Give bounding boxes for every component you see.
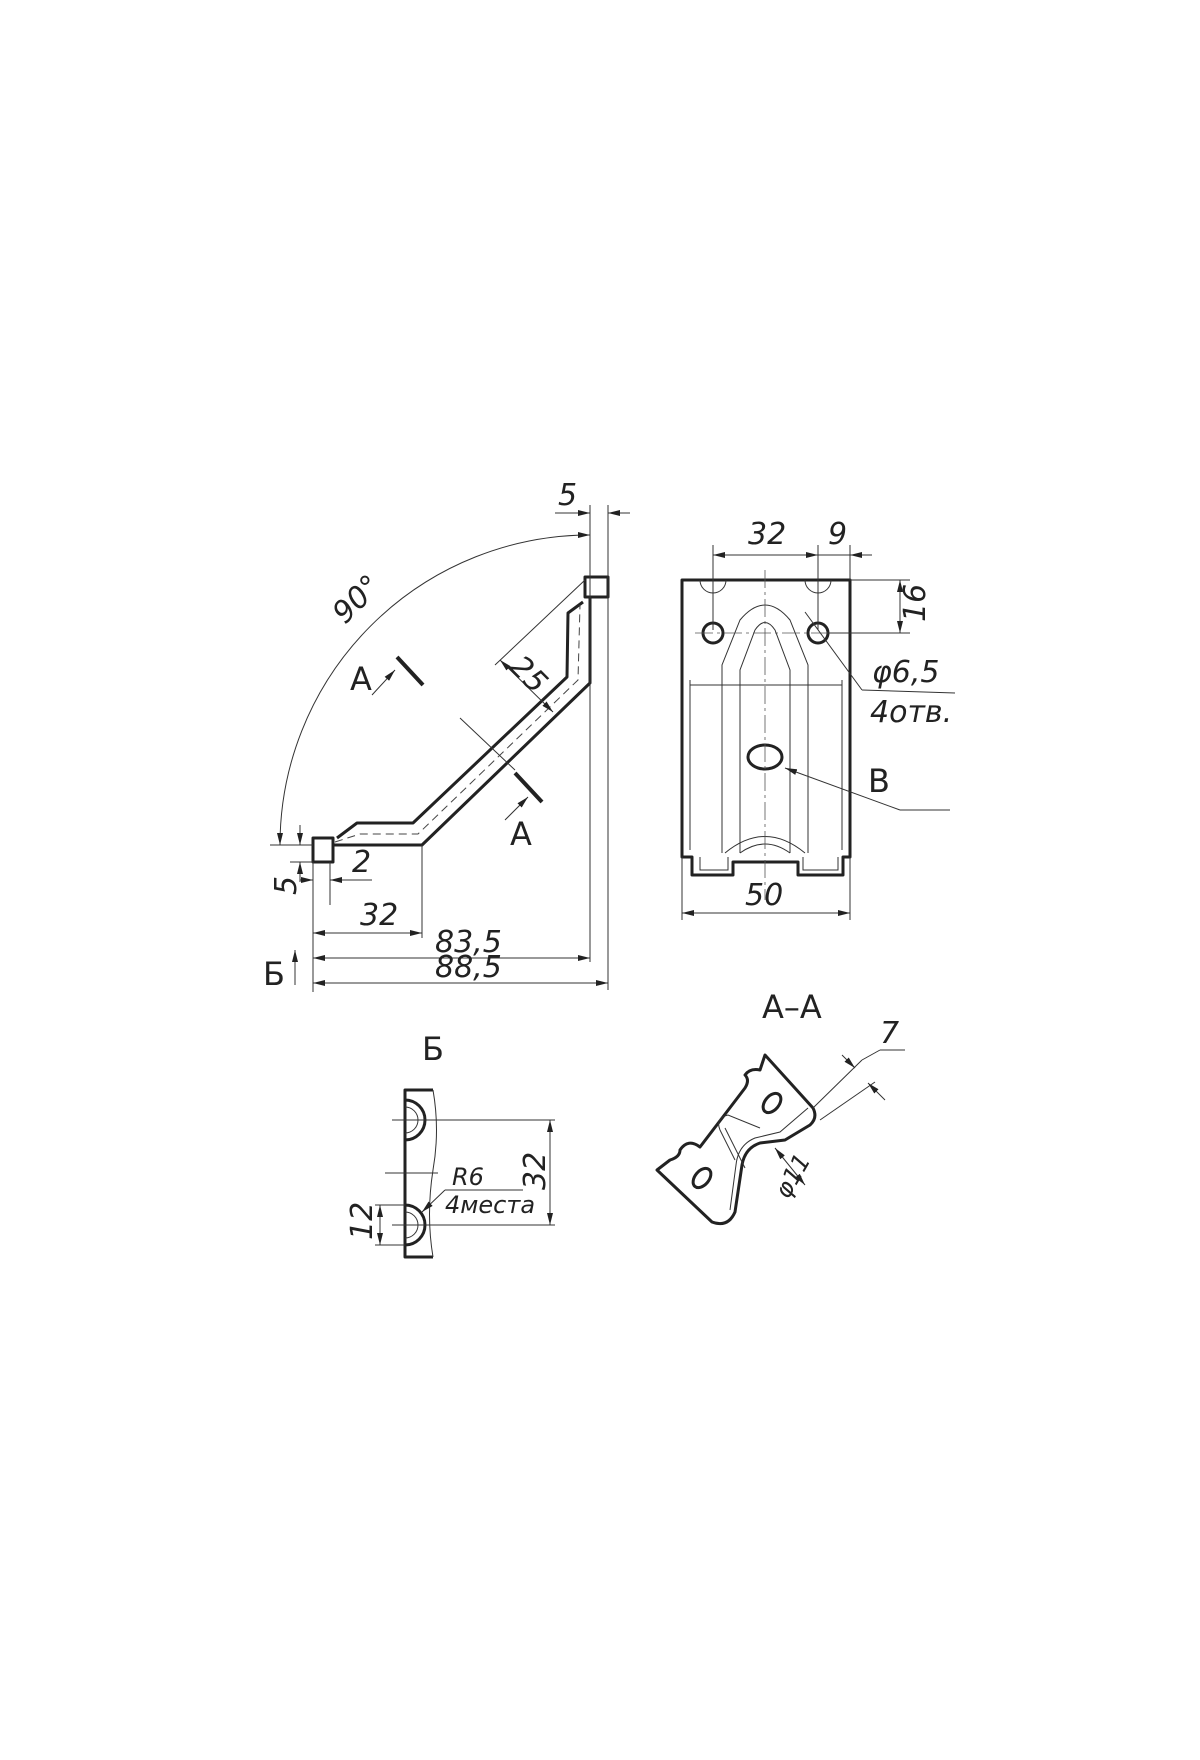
dim-88-5: 88,5 (435, 950, 502, 985)
section-arrow (371, 669, 396, 696)
break-line (429, 1089, 437, 1258)
inner-profile (336, 600, 584, 840)
section-aa: А–А 7 φ11 (655, 988, 905, 1226)
dim-32: 32 (360, 898, 398, 933)
hole-diameter: φ6,5 (872, 655, 940, 690)
bottom-flange (311, 836, 335, 864)
angle-arc (277, 532, 591, 846)
dim-top-5: 5 (558, 478, 577, 513)
side-view: 90° 5 25 5 2 32 83,5 88,5 (263, 478, 630, 993)
ext-line (812, 1059, 863, 1109)
section-inner (718, 1107, 809, 1211)
dim-line (499, 659, 554, 713)
places-label: 4места (445, 1191, 535, 1219)
dim-line (494, 579, 586, 666)
dim-7: 7 (880, 1016, 899, 1051)
dim-9: 9 (828, 517, 847, 552)
section-hole (691, 1166, 713, 1190)
detail-label: В (868, 762, 890, 800)
front-view: 32 9 16 φ6,5 4отв. В 50 (680, 517, 956, 920)
section-aa-title: А–А (762, 988, 822, 1026)
leader (421, 1189, 446, 1213)
leader (861, 689, 956, 694)
dim-50: 50 (745, 878, 783, 913)
section-mark (513, 771, 544, 804)
dim-32-front: 32 (748, 517, 786, 552)
section-arrow (504, 796, 529, 821)
dim-12: 12 (345, 1202, 380, 1240)
section-mark (395, 655, 425, 687)
dim-left-5: 5 (269, 876, 304, 895)
dim-2: 2 (352, 845, 371, 880)
notch (699, 579, 832, 594)
center-mark (459, 717, 516, 771)
view-b: Б 32 12 R6 4места (345, 1030, 555, 1259)
section-hole (761, 1091, 783, 1115)
mid-profile (334, 604, 581, 843)
dim-line (841, 1054, 856, 1069)
dim-11: φ11 (769, 1149, 816, 1203)
radius-label: R6 (452, 1163, 484, 1191)
dim-16: 16 (898, 584, 933, 622)
section-label-top: А (350, 660, 372, 698)
top-flange (583, 575, 610, 599)
leader (784, 767, 901, 811)
ext-line (819, 1081, 876, 1121)
tab-inner (699, 857, 839, 871)
dim-line (774, 1147, 806, 1186)
dim-32-b: 32 (518, 1152, 553, 1190)
leader (804, 611, 863, 691)
dim-25: 25 (502, 649, 554, 701)
leader (861, 1049, 881, 1061)
angle-label: 90° (326, 568, 388, 630)
view-b-title: Б (422, 1030, 444, 1068)
dim-83-5: 83,5 (435, 925, 502, 960)
section-outline (655, 1053, 817, 1226)
hole-count: 4отв. (870, 695, 952, 730)
section-label-bottom: А (510, 815, 532, 853)
dim-line (867, 1082, 886, 1101)
view-arrow-label: Б (263, 955, 285, 993)
